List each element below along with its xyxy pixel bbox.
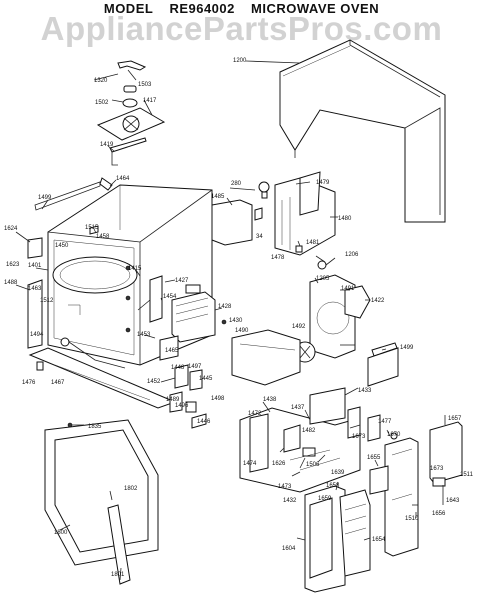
stirrer-assembly xyxy=(96,60,166,166)
part-label: 1499 xyxy=(400,345,414,351)
part-label: 1506 xyxy=(306,462,320,468)
part-label: 1454 xyxy=(163,294,177,300)
part-label: 1473 xyxy=(278,484,292,490)
part-label: 1433 xyxy=(358,388,372,394)
part-label: 1477 xyxy=(378,419,392,425)
part-label: 1467 xyxy=(51,380,65,386)
part-label: 1430 xyxy=(229,318,243,324)
magnetron xyxy=(171,284,216,343)
part-label: 1482 xyxy=(302,428,316,434)
part-label: 1401 xyxy=(28,263,42,269)
part-label: 1510 xyxy=(405,516,419,522)
part-label: 1427 xyxy=(175,278,189,284)
part-label: 1643 xyxy=(446,498,460,504)
part-label: 1802 xyxy=(124,486,138,492)
part-label: 280 xyxy=(231,181,242,187)
cavity-side-brackets xyxy=(137,275,179,361)
model-label: MODEL xyxy=(103,1,154,16)
part-label: 1422 xyxy=(371,298,385,304)
part-label: 1417 xyxy=(143,98,157,104)
part-label: 1496 xyxy=(175,403,189,409)
part-label: 1437 xyxy=(291,405,305,411)
model-number: RE964002 xyxy=(169,1,235,16)
part-label: 1472 xyxy=(248,411,262,417)
part-label: 1654 xyxy=(372,537,386,543)
part-labels: 1320 1503 1502 1417 1419 1200 1464 1499 … xyxy=(4,58,474,578)
part-label: 1511 xyxy=(460,472,474,478)
control-chassis xyxy=(239,387,381,493)
part-label: 1835 xyxy=(88,424,102,430)
part-label: 1498 xyxy=(211,396,225,402)
part-label: 1658 xyxy=(326,483,340,489)
control-panel xyxy=(304,485,371,593)
part-label: 1465 xyxy=(165,348,179,354)
fan-shroud xyxy=(294,274,371,363)
part-label: 1656 xyxy=(432,511,446,517)
part-label: 1512 xyxy=(40,298,54,304)
part-label: 1445 xyxy=(199,376,213,382)
part-label: 1673 xyxy=(352,434,366,440)
part-label: 1479 xyxy=(316,180,330,186)
part-label: 1492 xyxy=(292,324,306,330)
part-label: 1624 xyxy=(4,226,18,232)
part-label: 1428 xyxy=(218,304,232,310)
diagram-title: MODEL RE964002 MICROWAVE OVEN xyxy=(0,1,483,16)
part-label: 1604 xyxy=(282,546,296,552)
part-label: 1476 xyxy=(22,380,36,386)
part-label: 1320 xyxy=(94,78,108,84)
part-label: 1485 xyxy=(211,194,225,200)
part-label: 1450 xyxy=(55,243,69,249)
part-label: 1490 xyxy=(235,328,249,334)
part-label: 1206 xyxy=(345,252,359,258)
part-label: 1657 xyxy=(448,416,462,422)
lamp-and-fan xyxy=(211,171,336,270)
part-label: 1415 xyxy=(128,266,142,272)
part-label: 1497 xyxy=(188,364,202,370)
part-label: 1452 xyxy=(147,379,161,385)
part-label: 34 xyxy=(256,234,263,240)
door-assembly xyxy=(44,419,159,585)
part-label: 1458 xyxy=(96,234,110,240)
part-label: 1446 xyxy=(197,419,211,425)
part-label: 1474 xyxy=(243,461,257,467)
part-label: 1626 xyxy=(272,461,286,467)
part-label: 1800 xyxy=(54,530,68,536)
part-label: 1448 xyxy=(171,365,185,371)
part-label: 1489 xyxy=(166,397,180,403)
interlock-switches xyxy=(169,319,227,429)
circuit-boards xyxy=(369,421,463,557)
part-label: 1438 xyxy=(263,397,277,403)
part-label: 1463 xyxy=(28,286,42,292)
part-label: 1419 xyxy=(100,142,114,148)
part-label: 1432 xyxy=(283,498,297,504)
oven-cavity xyxy=(27,177,213,366)
watermark-text: AppliancePartsPros.com xyxy=(40,10,443,47)
outer-case xyxy=(279,39,446,223)
leader-lines xyxy=(15,60,446,581)
part-label: 1670 xyxy=(387,432,401,438)
part-label: 1464 xyxy=(116,176,130,182)
part-label: 1673 xyxy=(430,466,444,472)
part-label: 1659 xyxy=(318,496,332,502)
part-label: 1481 xyxy=(306,240,320,246)
part-label: 1453 xyxy=(137,332,151,338)
part-label: 1478 xyxy=(271,255,285,261)
part-label: 1480 xyxy=(338,216,352,222)
product-name: MICROWAVE OVEN xyxy=(251,1,380,16)
part-label: 1488 xyxy=(4,280,18,286)
part-label: 1499 xyxy=(38,195,52,201)
part-label: 1205 xyxy=(316,276,330,282)
part-label: 1494 xyxy=(30,332,44,338)
part-label: 1639 xyxy=(331,470,345,476)
part-label: 1502 xyxy=(95,100,109,106)
part-label: 1623 xyxy=(6,262,20,268)
part-label: 1200 xyxy=(233,58,247,64)
part-label: 1515 xyxy=(85,225,99,231)
part-label: 1491 xyxy=(341,286,355,292)
part-label: 1801 xyxy=(111,572,125,578)
part-label: 1503 xyxy=(138,82,152,88)
bracket-tray xyxy=(231,329,301,386)
part-label: 1655 xyxy=(367,455,381,461)
